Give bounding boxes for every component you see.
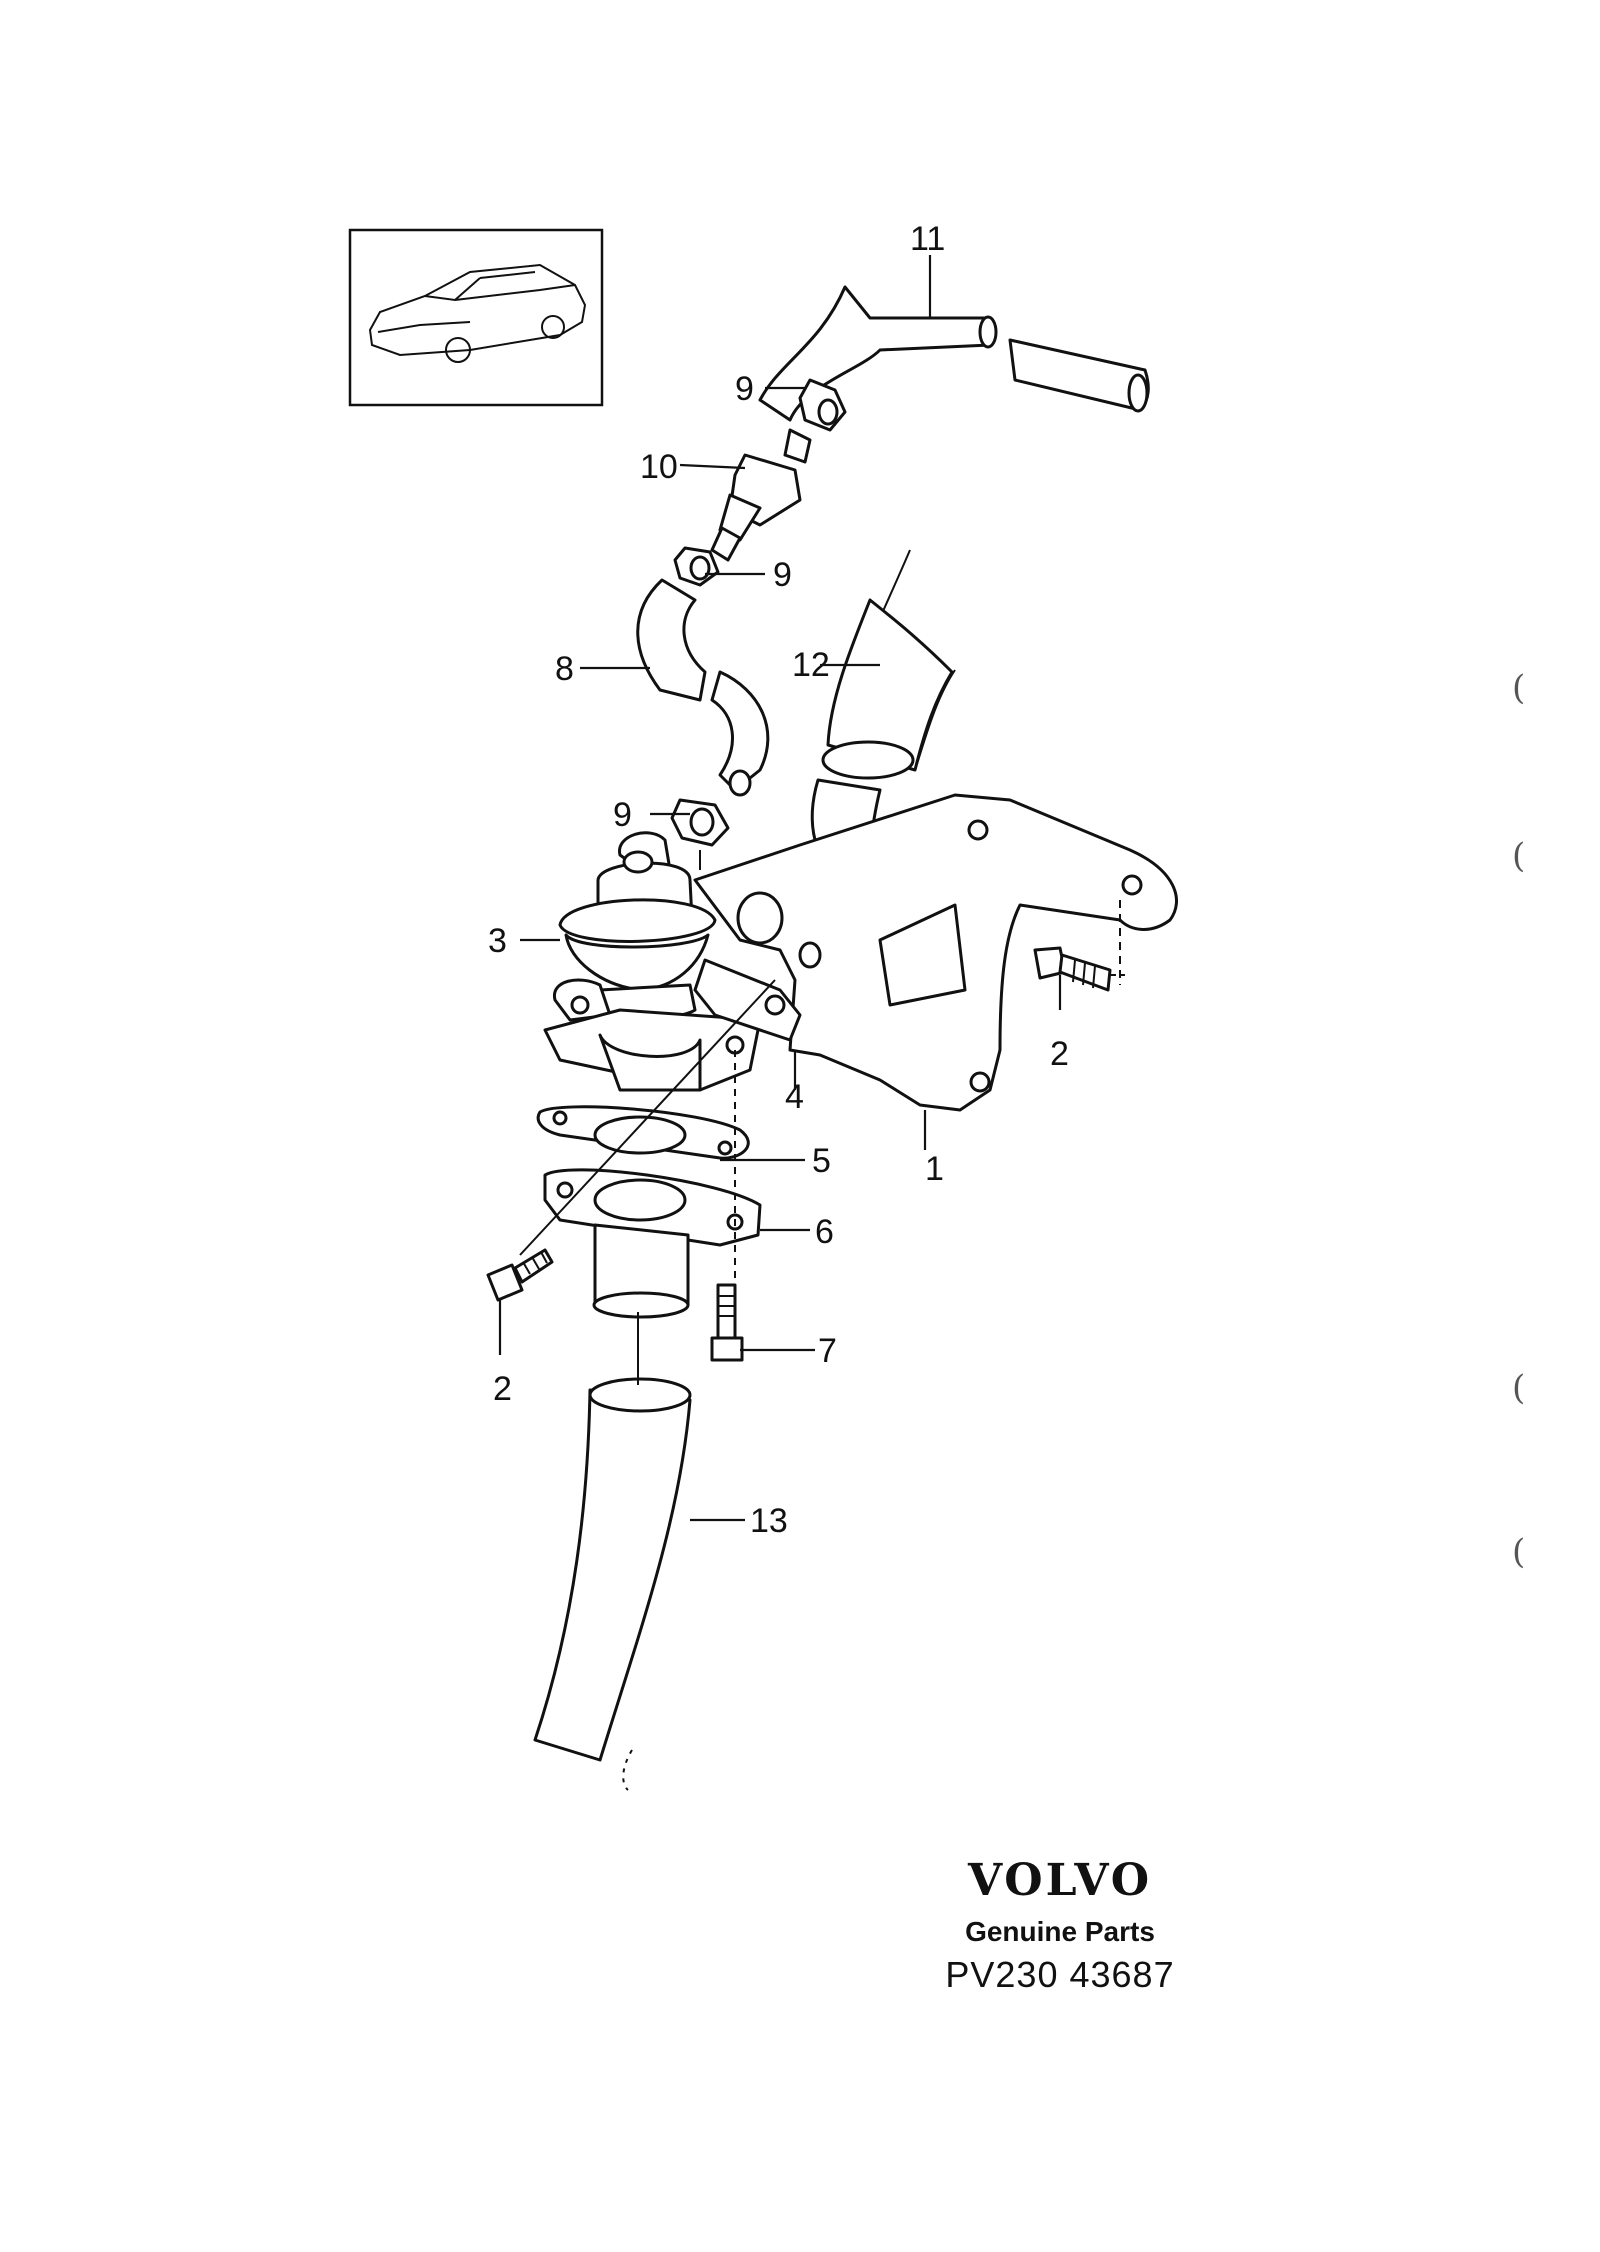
- brand-block: VOLVO Genuine Parts PV230 43687: [940, 1855, 1180, 1997]
- callout-11: 11: [910, 220, 945, 258]
- part-2-bolt-left: [486, 1248, 554, 1302]
- callout-7: 7: [818, 1332, 837, 1370]
- callout-3: 3: [488, 922, 507, 960]
- callout-9-middle: 9: [773, 556, 792, 594]
- part-9-clamp-lower: [670, 798, 730, 847]
- callout-8: 8: [555, 650, 574, 688]
- volvo-logo: VOLVO: [967, 1855, 1153, 1906]
- margin-mark: (: [1512, 1532, 1526, 1572]
- part-5-gasket: [536, 1105, 750, 1160]
- part-7-bolt: [710, 1283, 744, 1362]
- margin-mark: (: [1512, 668, 1526, 708]
- callout-13: 13: [750, 1502, 788, 1540]
- part-13-hose: [533, 1377, 692, 1791]
- callout-5: 5: [812, 1142, 831, 1180]
- callout-6: 6: [815, 1213, 834, 1251]
- callout-12: 12: [792, 646, 830, 684]
- brand-subtitle: Genuine Parts: [965, 1916, 1155, 1947]
- callout-2-right: 2: [1050, 1035, 1069, 1073]
- callout-2-left: 2: [493, 1370, 512, 1408]
- part-2-bolt-right: [1033, 946, 1112, 992]
- callout-1: 1: [925, 1150, 944, 1188]
- car-thumbnail-icon: [348, 228, 604, 407]
- part-1-bracket: [693, 793, 1178, 1112]
- part-6-flange: [543, 1168, 762, 1319]
- callout-4: 4: [785, 1078, 804, 1116]
- margin-mark: (: [1512, 836, 1526, 876]
- part-9-clamp-middle: [673, 546, 720, 587]
- part-9-clamp-top: [798, 378, 847, 432]
- part-catalog-code: PV230 43687: [945, 1954, 1175, 1995]
- callout-labels: 1 2 2 3 4 5 6 7 8 9 9 9 10 11 12 13: [488, 220, 1069, 1540]
- part-4-gasket: [693, 891, 822, 1042]
- leader-lines: [498, 255, 1125, 1522]
- callout-9-top: 9: [735, 370, 754, 408]
- callout-9-lower: 9: [613, 796, 632, 834]
- part-3-valve: [543, 831, 762, 1092]
- part-8-hose: [636, 578, 770, 797]
- callout-10: 10: [640, 448, 678, 486]
- part-10-valve: [710, 428, 812, 562]
- margin-mark: (: [1512, 1368, 1526, 1408]
